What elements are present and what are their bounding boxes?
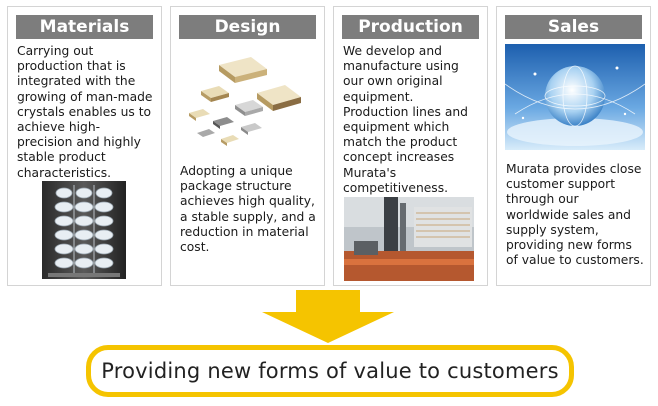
production-equipment-image [344, 197, 474, 281]
panel-production: Production We develop and manufacture us… [333, 6, 488, 286]
panel-title: Design [179, 15, 316, 39]
panel-title: Production [342, 15, 479, 39]
panel-text: Adopting a unique package structure achi… [180, 164, 316, 255]
panel-text: Murata provides close customer support t… [506, 162, 644, 268]
panel-title: Materials [16, 15, 153, 39]
panel-materials: Materials Carrying out production that i… [7, 6, 162, 286]
panel-title: Sales [505, 15, 642, 39]
panel-sales: Sales Murata provides close customer sup… [496, 6, 651, 286]
globe-network-image [505, 44, 645, 150]
result-text: Providing new forms of value to customer… [101, 359, 559, 383]
crystal-package-components-image [189, 57, 301, 146]
crystal-ingot-image [42, 181, 126, 279]
down-arrow-icon [262, 290, 394, 343]
result-box: Providing new forms of value to customer… [86, 345, 574, 397]
panel-text: Carrying out production that is integrat… [17, 44, 153, 180]
panel-text: We develop and manufacture using our own… [343, 44, 468, 195]
panel-design: Design Adoptin [170, 6, 325, 286]
